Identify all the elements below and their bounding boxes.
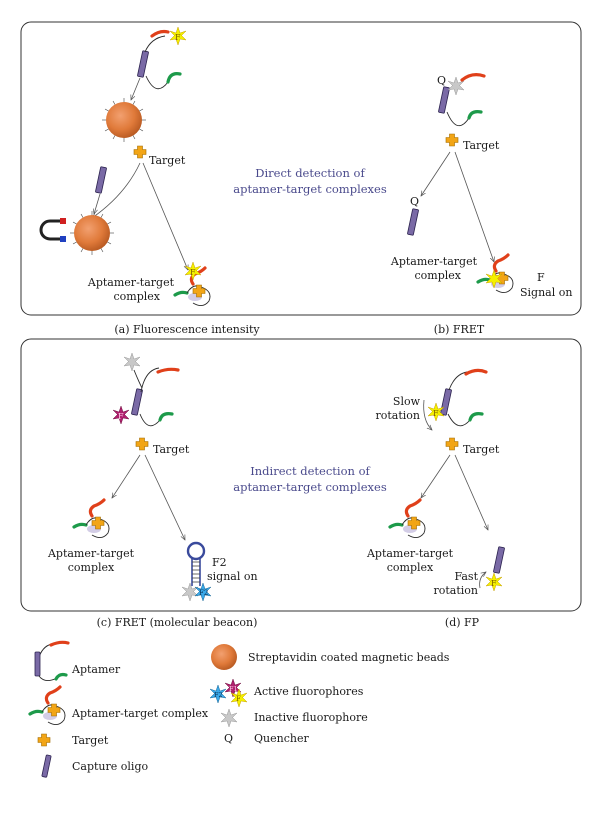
fluorophore-c-magenta: F [112,405,130,425]
svg-text:F: F [433,409,439,418]
caption-d: (d) FP [445,616,480,629]
legend-capture-oligo-icon [41,754,52,778]
panel-b-diagram: Q Target Q Aptamer-target complex F Sign… [390,73,572,336]
capture-oligo-d [439,388,453,416]
legend-inactive-label: Inactive fluorophore [254,711,368,724]
caption-b: (b) FRET [434,323,485,336]
top-panel [20,21,582,316]
legend-inactive-fluorophore-icon [220,708,238,728]
indirect-detection-text-1: Indirect detection of [250,464,370,478]
legend-aptamer-icon [34,640,70,681]
capture-oligo-c [130,388,144,416]
bottom-panel [20,338,582,612]
legend-target-icon [37,733,51,747]
caption-c: (c) FRET (molecular beacon) [97,616,258,629]
caption-a: (a) Fluorescence intensity [114,323,260,336]
capture-oligo-a2 [94,166,108,194]
legend-complex-label: Aptamer-target complex [71,707,209,720]
complex-label-a-2: complex [114,290,161,303]
target-c [135,437,149,451]
aptamer-target-complex-c [74,500,109,538]
legend-beads-label: Streptavidin coated magnetic beads [248,651,450,664]
fluorophore-d-bottom: F [485,572,503,592]
svg-text:F: F [175,33,181,42]
target-b [445,133,459,147]
svg-text:F2: F2 [214,691,223,699]
complex-label-d-2: complex [387,561,434,574]
signal-label-b-2: Signal on [520,286,572,299]
magnet-icon [39,218,66,242]
signal-label-c-1: F2 [212,556,227,569]
legend: Aptamer Aptamer-target complex Target Ca… [30,640,450,778]
complex-label-d-1: Aptamer-target [366,547,454,560]
quencher-label-b: Q [437,74,446,87]
fast-rotation-label-1: Fast [454,570,478,583]
direct-detection-text-1: Direct detection of [255,166,365,180]
capture-oligo-b [437,86,451,114]
slow-rotation-label-1: Slow [393,395,421,408]
complex-label-a-1: Aptamer-target [87,276,175,289]
capture-oligo-a [136,50,150,78]
fast-rotation-label-2: rotation [433,584,478,597]
svg-text:F1: F1 [229,685,238,693]
indirect-detection-text-2: aptamer-target complexes [233,480,387,494]
quencher-label-b2: Q [410,195,419,208]
target-label-a: Target [149,154,186,167]
magnetic-bead-a2 [69,210,115,256]
capture-oligo-d2 [492,546,506,574]
molecular-beacon: F2 [181,541,212,602]
magnetic-bead-a [101,97,147,143]
complex-label-c-2: complex [68,561,115,574]
signal-label-b-1: F [537,271,545,284]
legend-target-label: Target [72,734,109,747]
complex-label-b-1: Aptamer-target [390,255,478,268]
fluorophore-a-bottom: F [184,261,202,281]
panel-c-diagram: F Target Aptamer-target complex F2 F2 si… [47,352,258,629]
legend-quencher-symbol: Q [224,732,233,745]
aptamer-target-complex-d [390,500,425,538]
capture-oligo-b2 [406,208,420,236]
legend-active-fluorophores-icon: F2 F1 F [209,678,248,708]
target-label-d: Target [463,443,500,456]
target-label-b: Target [463,139,500,152]
complex-label-c-1: Aptamer-target [47,547,135,560]
svg-text:F: F [190,268,196,277]
legend-quencher-label: Quencher [254,732,309,745]
panel-d-diagram: F Slow rotation Target Aptamer-target co… [366,368,506,629]
target-label-c: Target [153,443,190,456]
legend-bead-icon [211,644,237,670]
svg-text:F: F [236,695,241,703]
signal-label-c-2: signal on [207,570,258,583]
slow-rotation-label-2: rotation [375,409,420,422]
svg-text:F2: F2 [199,589,208,597]
legend-capture-oligo-label: Capture oligo [72,760,148,773]
complex-label-b-2: complex [415,269,462,282]
fluorophore-d-top: F [427,402,445,422]
legend-aptamer-label: Aptamer [71,663,121,676]
panel-a-diagram: F Target F Aptamer-target complex (a) F [39,26,260,336]
svg-text:F: F [118,412,124,421]
inactive-fluorophore-c [123,352,141,372]
fluorophore-a-top: F [169,26,187,46]
target-a [133,145,147,159]
direct-detection-text-2: aptamer-target complexes [233,182,387,196]
legend-active-label: Active fluorophores [253,685,364,698]
target-d [445,437,459,451]
legend-complex-icon [30,687,65,725]
svg-text:F: F [491,579,497,588]
